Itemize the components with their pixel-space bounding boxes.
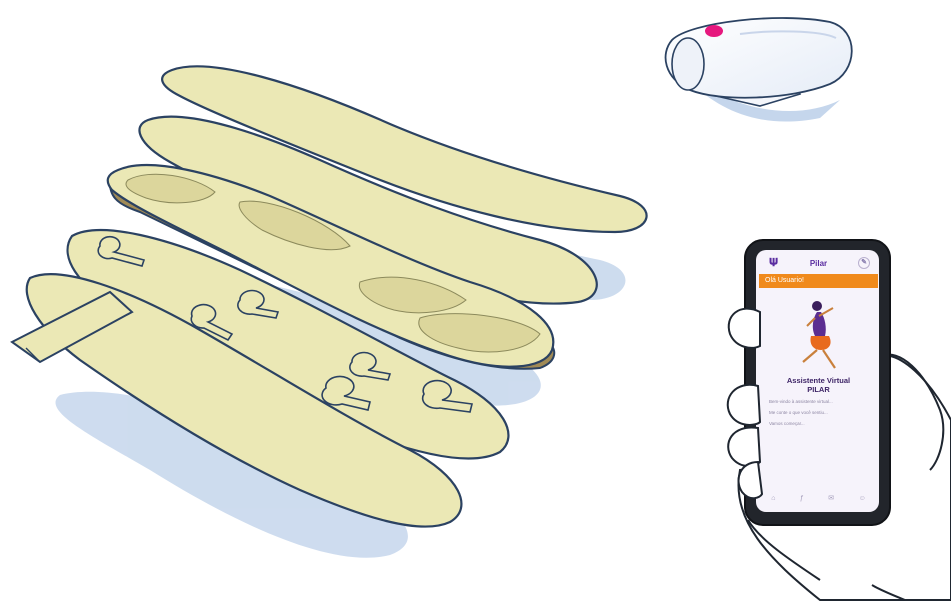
assistant-figure: [759, 288, 878, 372]
finger-3: [728, 427, 760, 466]
foot-icon[interactable]: ƒ: [800, 495, 804, 502]
chat-icon[interactable]: ✉: [828, 494, 834, 502]
assistant-title: Assistente Virtual: [759, 376, 878, 385]
edit-icon[interactable]: ✎: [858, 257, 870, 269]
profile-icon[interactable]: ☺: [859, 495, 866, 502]
message-3: Vamos começar...: [759, 421, 878, 427]
pilar-logo-icon: 𝚿: [769, 257, 775, 269]
finger-1: [729, 309, 760, 348]
phone-app-screen: 𝚿 Pilar ✎ Olá Usuario! Assistente Virtua…: [759, 252, 878, 510]
message-1: Bem-vindo à assistente virtual...: [759, 399, 878, 405]
dancing-woman-illustration: [759, 288, 878, 372]
finger-2: [728, 385, 760, 425]
home-icon[interactable]: ⌂: [771, 495, 775, 502]
sensor-button: [705, 25, 723, 37]
sensor-device: [666, 18, 852, 122]
message-2: Me conte o que você sentiu...: [759, 410, 878, 416]
greeting-banner: Olá Usuario!: [759, 274, 878, 288]
app-title: Pilar: [810, 259, 827, 268]
bottom-nav: ⌂ ƒ ✉ ☺: [759, 486, 878, 510]
assistant-name: PILAR: [759, 385, 878, 394]
app-header: 𝚿 Pilar ✎: [759, 252, 878, 274]
